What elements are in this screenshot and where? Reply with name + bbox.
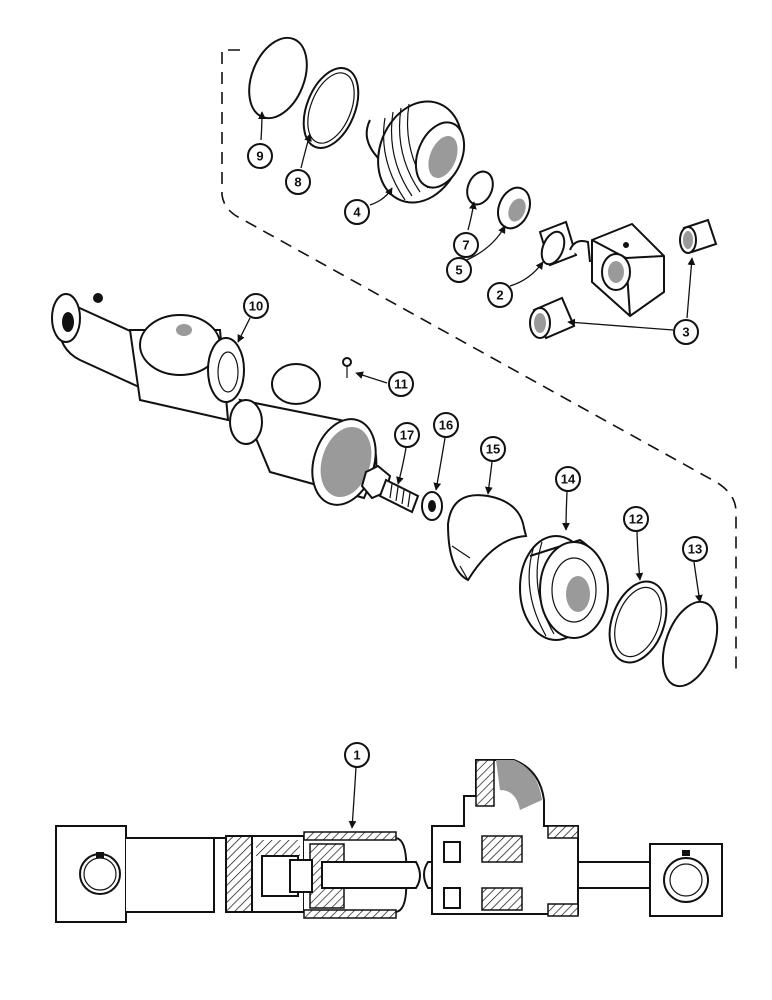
part-bushing-3a	[679, 218, 718, 254]
part-wear-ring-15	[446, 494, 528, 582]
svg-text:8: 8	[294, 175, 301, 190]
svg-text:4: 4	[353, 205, 361, 220]
svg-text:12: 12	[629, 512, 643, 527]
assembly-group-dashed-outline	[221, 49, 737, 672]
callout-8: 8	[285, 169, 311, 195]
svg-text:7: 7	[462, 238, 469, 253]
callout-1: 1	[344, 742, 370, 768]
svg-text:9: 9	[256, 149, 263, 164]
part-gland-4	[365, 100, 466, 204]
callout-11: 11	[388, 371, 414, 397]
svg-text:16: 16	[439, 418, 453, 433]
part-o-ring-9	[248, 36, 308, 120]
part-piston-14	[519, 535, 609, 641]
callout-10: 10	[243, 293, 269, 319]
part-bushing-3b	[529, 296, 576, 340]
svg-text:5: 5	[455, 263, 462, 278]
part-backup-ring-8	[302, 67, 360, 149]
svg-text:15: 15	[486, 442, 500, 457]
callout-5: 5	[446, 257, 472, 283]
callout-leaders	[237, 111, 703, 829]
svg-text:14: 14	[561, 472, 576, 487]
part-rod-eye-10	[51, 293, 245, 422]
callout-16: 16	[433, 412, 459, 438]
callout-15: 15	[480, 436, 506, 462]
part-screw-11	[342, 357, 352, 378]
svg-text:13: 13	[688, 542, 702, 557]
part-spacer-2	[538, 220, 578, 267]
part-washer-16	[421, 491, 443, 521]
callout-13: 13	[682, 536, 708, 562]
part-wiper-seal-7	[466, 170, 494, 206]
svg-text:3: 3	[682, 325, 689, 340]
svg-text:17: 17	[400, 428, 414, 443]
callout-3: 3	[673, 319, 699, 345]
svg-text:11: 11	[394, 377, 408, 392]
part-o-ring-13	[661, 600, 719, 688]
svg-text:10: 10	[249, 299, 263, 314]
svg-text:2: 2	[496, 288, 503, 303]
svg-text:1: 1	[353, 748, 360, 763]
part-barrel	[229, 363, 378, 506]
callout-17: 17	[394, 422, 420, 448]
part-seal-5	[497, 186, 531, 230]
callout-2: 2	[487, 282, 513, 308]
callout-14: 14	[555, 466, 581, 492]
callout-4: 4	[344, 199, 370, 225]
assembled-cylinder-section	[55, 759, 723, 923]
callout-9: 9	[247, 143, 273, 169]
part-bolt-17	[360, 464, 420, 514]
callout-7: 7	[453, 232, 479, 258]
callout-12: 12	[623, 506, 649, 532]
part-rod-end-block	[569, 222, 665, 318]
part-backup-ring-12	[608, 580, 668, 664]
